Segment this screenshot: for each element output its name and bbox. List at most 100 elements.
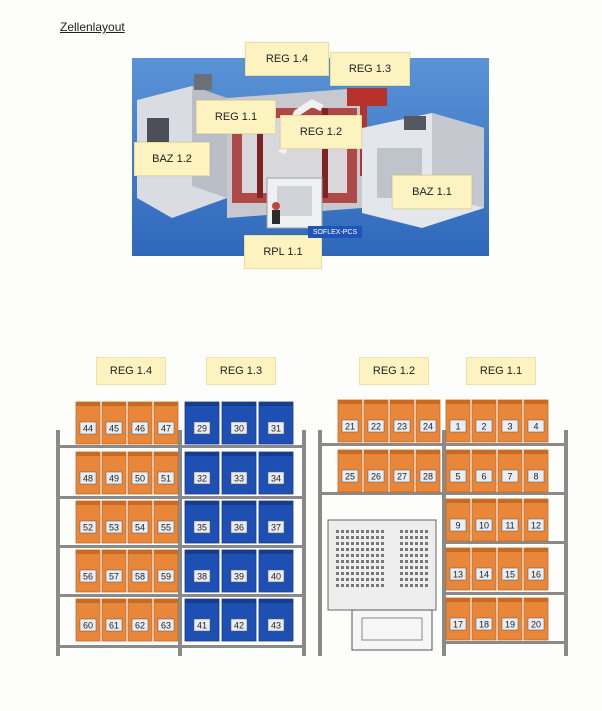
storage-bin: 18 bbox=[471, 597, 497, 641]
bin-label-plate bbox=[79, 421, 97, 435]
grid-hole bbox=[351, 572, 354, 575]
grid-hole bbox=[356, 572, 359, 575]
grid-hole bbox=[361, 536, 364, 539]
bin-label-plate bbox=[230, 520, 248, 534]
storage-bin: 1 bbox=[445, 399, 471, 443]
bin-label-plate bbox=[475, 518, 493, 532]
bin-lid bbox=[259, 599, 293, 603]
grid-hole bbox=[410, 578, 413, 581]
bin-number: 23 bbox=[397, 422, 407, 432]
grid-hole bbox=[361, 554, 364, 557]
grid-hole bbox=[351, 584, 354, 587]
storage-bin: 4 bbox=[523, 399, 549, 443]
bin-number: 25 bbox=[345, 472, 355, 482]
grid-hole bbox=[351, 536, 354, 539]
bin-lid bbox=[76, 550, 100, 554]
grid-hole bbox=[400, 578, 403, 581]
bin-lid bbox=[154, 599, 178, 603]
bin-lid bbox=[338, 400, 362, 404]
grid-hole bbox=[366, 584, 369, 587]
storage-bin: 55 bbox=[153, 500, 179, 544]
grid-hole bbox=[361, 530, 364, 533]
grid-hole bbox=[341, 542, 344, 545]
rack-shelf bbox=[444, 443, 566, 446]
rack-title-reg-1-1: REG 1.1 bbox=[466, 357, 536, 385]
bin-number: 8 bbox=[533, 472, 538, 482]
callout-baz-1-1: BAZ 1.1 bbox=[392, 175, 472, 209]
rack-shelf bbox=[58, 594, 304, 597]
bin-lid bbox=[102, 402, 126, 406]
bin-number: 21 bbox=[345, 422, 355, 432]
rack-upright bbox=[178, 430, 182, 656]
bin-number: 39 bbox=[234, 572, 244, 582]
bin-lid bbox=[446, 400, 470, 404]
storage-bin: 27 bbox=[389, 449, 415, 493]
storage-bin: 31 bbox=[258, 401, 294, 445]
grid-hole bbox=[420, 554, 423, 557]
grid-hole bbox=[371, 536, 374, 539]
bin-number: 27 bbox=[397, 472, 407, 482]
bin-lid bbox=[524, 450, 548, 454]
bin-number: 13 bbox=[453, 570, 463, 580]
grid-hole bbox=[356, 536, 359, 539]
storage-bin: 2 bbox=[471, 399, 497, 443]
bin-number: 61 bbox=[109, 621, 119, 631]
storage-bin: 26 bbox=[363, 449, 389, 493]
grid-hole bbox=[376, 548, 379, 551]
grid-hole bbox=[371, 584, 374, 587]
storage-bin: 44 bbox=[75, 401, 101, 445]
bin-label-plate bbox=[193, 520, 211, 534]
bin-number: 24 bbox=[423, 422, 433, 432]
grid-hole bbox=[376, 542, 379, 545]
storage-bin: 6 bbox=[471, 449, 497, 493]
grid-hole bbox=[361, 572, 364, 575]
storage-bin: 24 bbox=[415, 399, 441, 443]
bin-lid bbox=[222, 599, 256, 603]
bin-lid bbox=[446, 598, 470, 602]
grid-hole bbox=[405, 578, 408, 581]
grid-hole bbox=[346, 542, 349, 545]
storage-bin: 17 bbox=[445, 597, 471, 641]
grid-hole bbox=[381, 548, 384, 551]
bin-label-plate bbox=[367, 469, 385, 483]
grid-hole bbox=[425, 542, 428, 545]
bin-label-plate bbox=[105, 520, 123, 534]
grid-hole bbox=[415, 530, 418, 533]
grid-hole bbox=[366, 578, 369, 581]
bin-label-plate bbox=[449, 617, 467, 631]
bin-number: 14 bbox=[479, 570, 489, 580]
grid-hole bbox=[405, 566, 408, 569]
bin-lid bbox=[416, 400, 440, 404]
bin-number: 17 bbox=[453, 620, 463, 630]
grid-hole bbox=[346, 554, 349, 557]
grid-hole bbox=[336, 548, 339, 551]
grid-hole bbox=[400, 584, 403, 587]
grid-hole bbox=[381, 560, 384, 563]
bin-lid bbox=[498, 400, 522, 404]
grid-hole bbox=[351, 548, 354, 551]
bin-label-plate bbox=[157, 471, 175, 485]
storage-bin: 3 bbox=[497, 399, 523, 443]
storage-bin: 48 bbox=[75, 451, 101, 495]
storage-bin: 11 bbox=[497, 498, 523, 542]
grid-hole bbox=[361, 578, 364, 581]
bin-label-plate bbox=[131, 520, 149, 534]
storage-bin: 7 bbox=[497, 449, 523, 493]
grid-hole bbox=[410, 572, 413, 575]
grid-hole bbox=[381, 542, 384, 545]
grid-hole bbox=[341, 536, 344, 539]
bin-number: 9 bbox=[455, 521, 460, 531]
bin-number: 7 bbox=[507, 472, 512, 482]
grid-hole bbox=[346, 572, 349, 575]
bin-label-plate bbox=[193, 569, 211, 583]
callout-reg-1-4: REG 1.4 bbox=[245, 42, 329, 76]
bin-number: 46 bbox=[135, 424, 145, 434]
grid-hole bbox=[356, 560, 359, 563]
grid-hole bbox=[361, 566, 364, 569]
bin-lid bbox=[185, 452, 219, 456]
bin-lid bbox=[364, 450, 388, 454]
grid-hole bbox=[425, 548, 428, 551]
storage-bin: 60 bbox=[75, 598, 101, 642]
bin-number: 31 bbox=[271, 424, 281, 434]
grid-hole bbox=[356, 542, 359, 545]
